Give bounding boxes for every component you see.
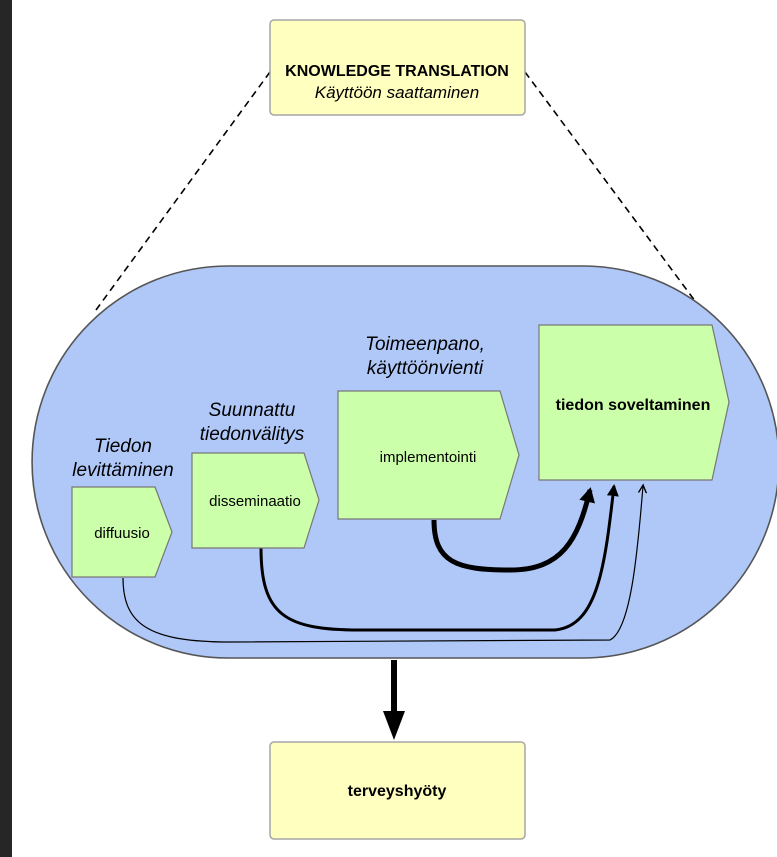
stage-implementointi-label: implementointi	[380, 449, 477, 466]
top-box-subtitle: Käyttöön saattaminen	[315, 83, 479, 102]
stage-disseminaatio-label: disseminaatio	[209, 493, 301, 510]
stage-implementointi-caption-line-2: käyttöönvienti	[367, 358, 484, 379]
top-box-title: KNOWLEDGE TRANSLATION	[285, 63, 509, 80]
left-edge-bar	[0, 0, 12, 857]
stage-diffuusio-shape	[71, 486, 173, 578]
stage-soveltaminen-label: tiedon soveltaminen	[556, 397, 711, 414]
top-box: KNOWLEDGE TRANSLATION Käyttöön saattamin…	[269, 19, 526, 116]
arrow-disseminaatio-to-soveltaminen	[259, 484, 619, 632]
arrow-implementointi-to-soveltaminen	[431, 487, 595, 573]
stage-implementointi: Toimeenpano, käyttöönvienti implementoin…	[337, 334, 520, 520]
stage-disseminaatio: Suunnattu tiedonvälitys disseminaatio	[191, 400, 320, 549]
stage-disseminaatio-shape	[191, 452, 320, 549]
arrow-diffuusio-to-soveltaminen	[122, 486, 643, 643]
stage-implementointi-caption-line-1: Toimeenpano,	[365, 334, 485, 355]
bottom-box-label: terveyshyöty	[348, 783, 447, 800]
dashed-connector-left	[95, 71, 271, 311]
stage-disseminaatio-caption-line-1: Suunnattu	[209, 400, 296, 421]
top-box-frame	[269, 19, 526, 116]
dashed-connector-right	[524, 71, 699, 306]
stage-disseminaatio-caption-line-2: tiedonvälitys	[200, 424, 305, 445]
stage-diffuusio-caption-line-1: Tiedon	[94, 436, 152, 457]
bottom-box-frame	[269, 741, 526, 840]
stage-implementointi-shape	[337, 390, 520, 520]
stage-diffuusio-caption-line-2: levittäminen	[72, 460, 173, 481]
arrow-to-terveyshyoty-head	[383, 711, 405, 740]
stage-soveltaminen: tiedon soveltaminen	[538, 324, 730, 481]
bottom-box: terveyshyöty	[269, 741, 526, 840]
stage-diffuusio-label: diffuusio	[94, 525, 150, 542]
stage-soveltaminen-shape	[538, 324, 730, 481]
stage-diffuusio: Tiedon levittäminen diffuusio	[71, 436, 174, 578]
